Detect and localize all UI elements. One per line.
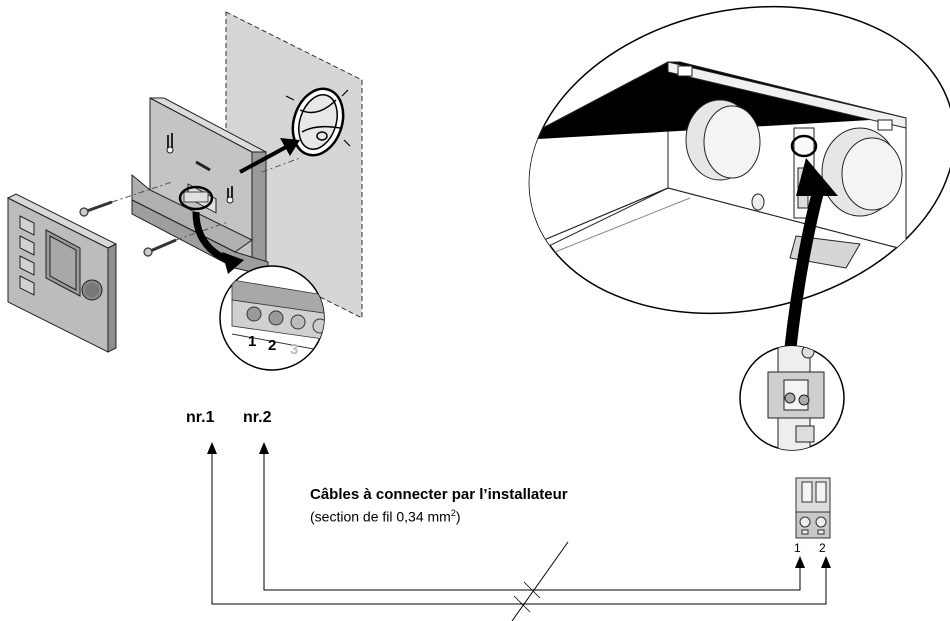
label-nr1: nr.1 xyxy=(186,409,215,426)
cable-cut-line xyxy=(511,541,569,621)
cables-title: Câbles à connecter par l’installateur xyxy=(310,486,568,503)
detail-terminal-2: 2 xyxy=(268,337,276,354)
cables-subtitle-sup: 2 xyxy=(450,508,456,518)
unit-terminal-highlight xyxy=(790,134,818,158)
bracket-terminal-block xyxy=(178,185,214,211)
wiring xyxy=(211,452,827,621)
connector-terminal-2: 2 xyxy=(819,541,826,555)
panel-buttons xyxy=(19,215,35,296)
screw-bottom xyxy=(143,238,177,257)
wire-arrowheads xyxy=(207,442,831,568)
arrow-to-terminal-detail xyxy=(192,211,244,274)
label-nr2: nr.2 xyxy=(243,409,272,426)
cables-subtitle: (section de fil 0,34 mm2) xyxy=(310,508,461,525)
detail-terminal-1: 1 xyxy=(248,333,256,350)
wall-junction-box xyxy=(285,87,351,157)
cables-subtitle-text: (section de fil 0,34 mm xyxy=(310,508,451,525)
unit-interior-view xyxy=(519,5,950,315)
wire-1 xyxy=(211,452,827,605)
terminal-connector xyxy=(795,477,831,539)
duct-left xyxy=(685,99,761,181)
arrow-to-unit-terminal xyxy=(784,158,838,353)
terminal-detail-circle: 1 2 3 xyxy=(219,265,325,371)
screw-top xyxy=(79,200,113,217)
duct-right xyxy=(821,127,903,217)
detail-terminal-3: 3 xyxy=(290,341,298,358)
arrow-to-wall xyxy=(239,138,300,174)
connector-terminal-1: 1 xyxy=(794,541,801,555)
control-panel xyxy=(6,193,118,353)
connector-detail-circle xyxy=(739,345,845,451)
cables-subtitle-end: ) xyxy=(455,508,461,525)
